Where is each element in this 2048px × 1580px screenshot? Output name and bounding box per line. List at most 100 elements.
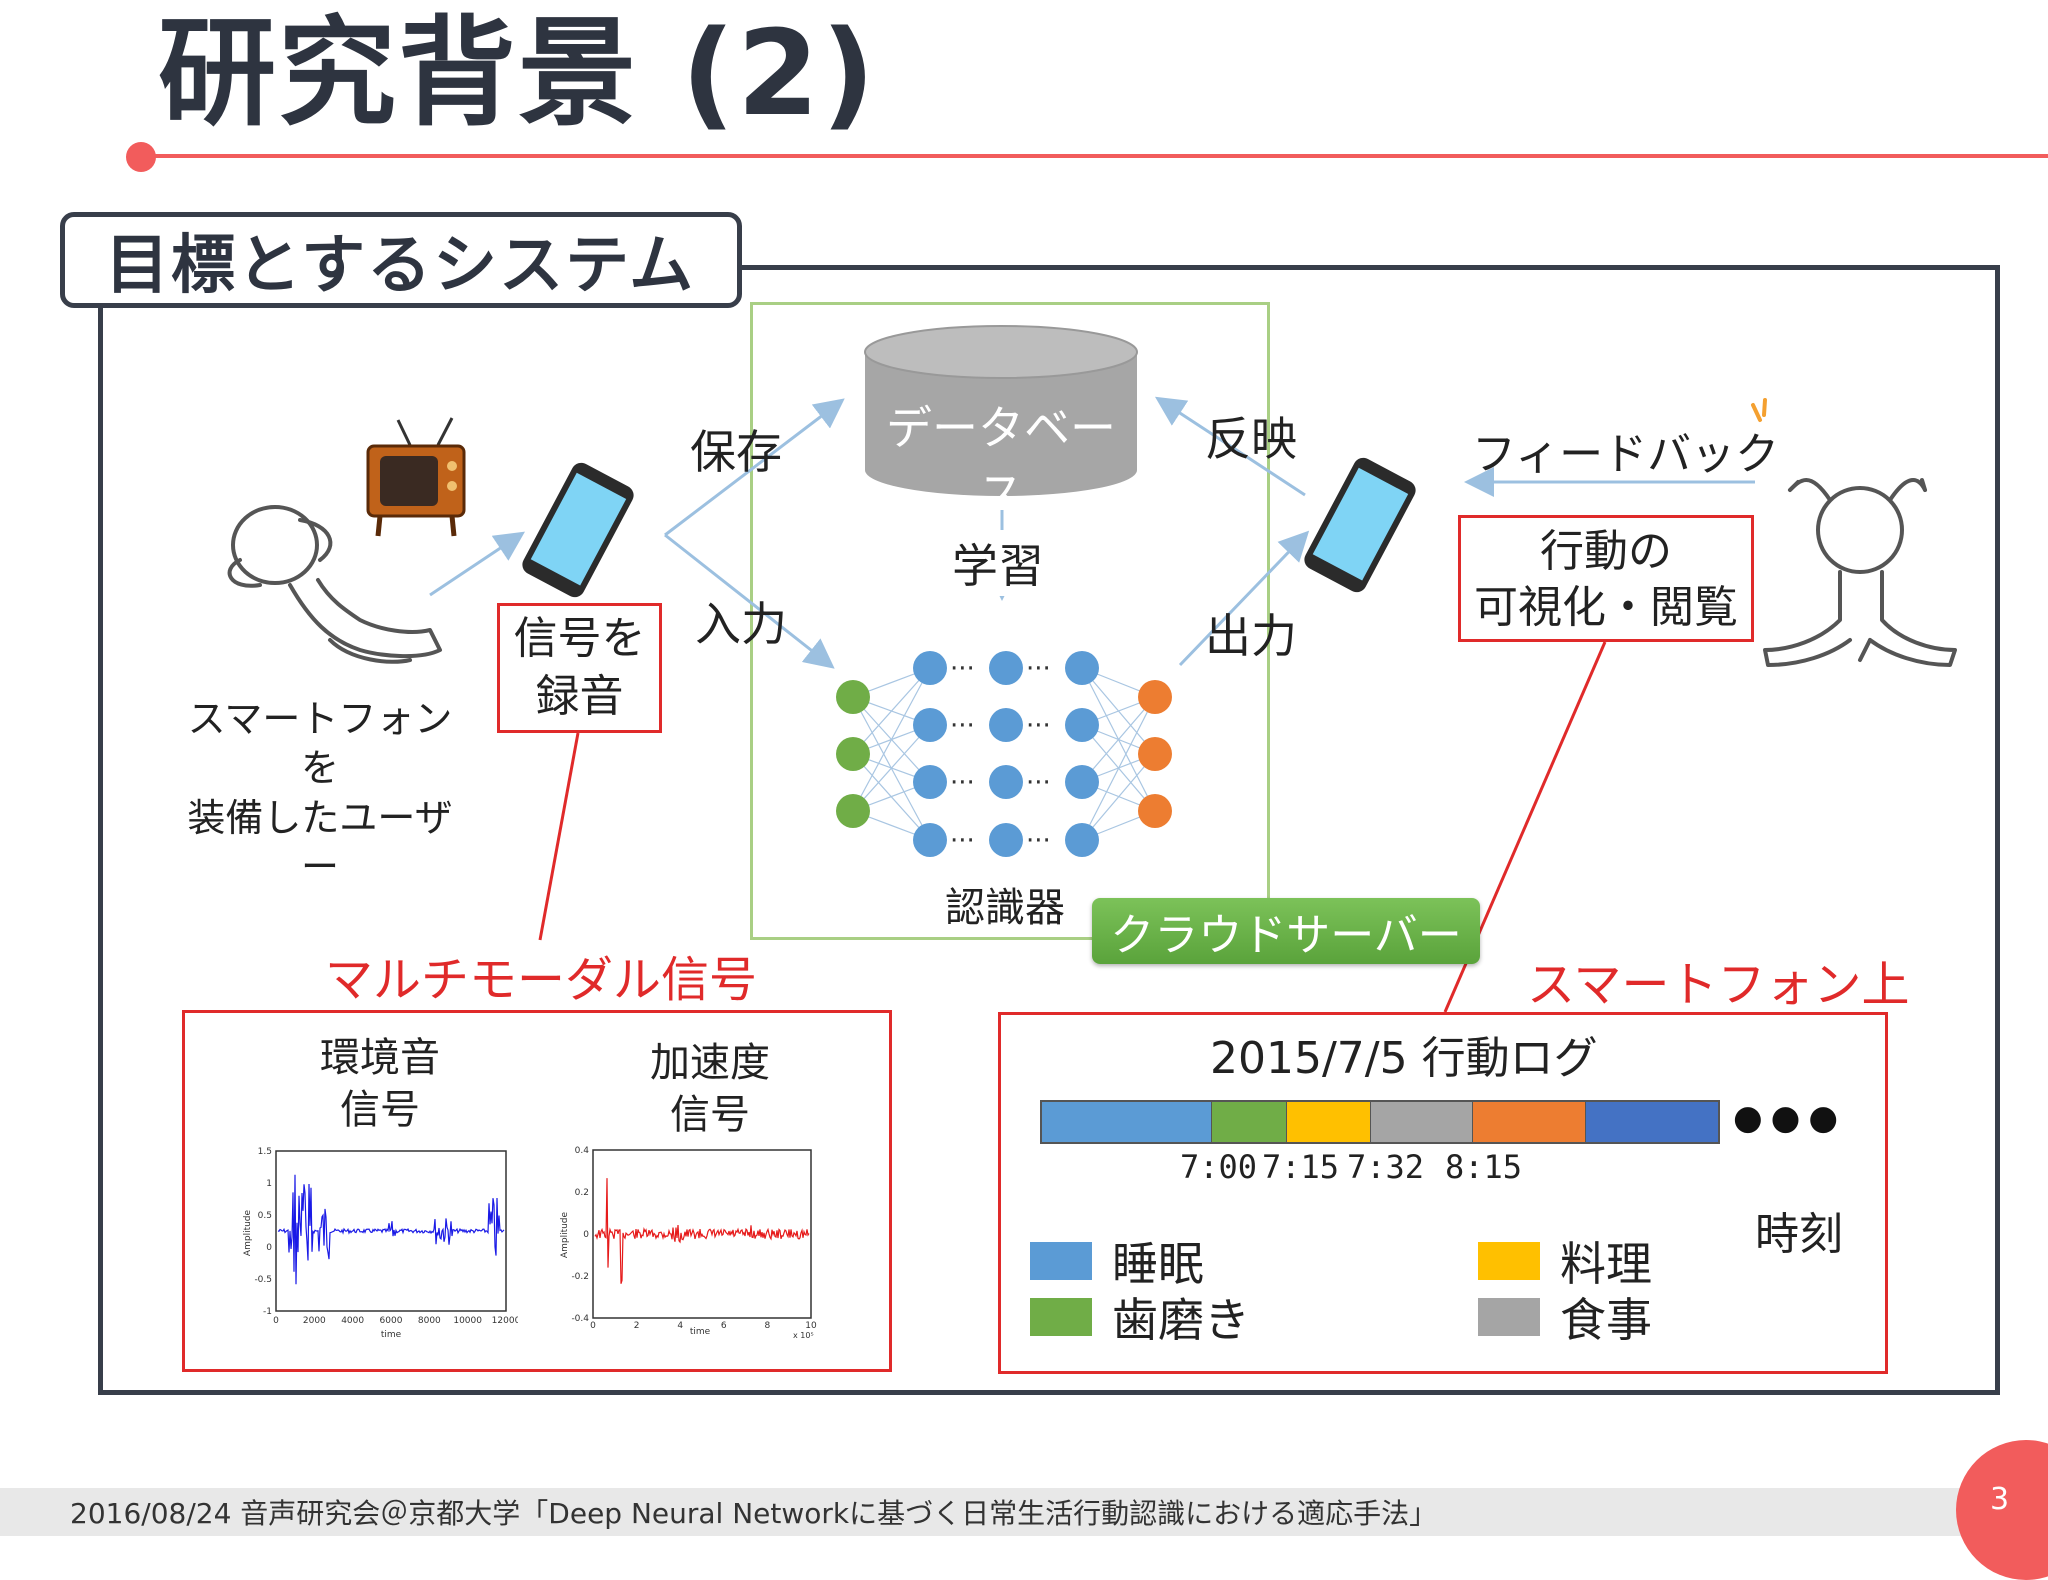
record-box-line2: 録音: [535, 671, 624, 722]
svg-text:···: ···: [950, 826, 975, 856]
timeline-segment: [1211, 1102, 1288, 1142]
neural-net-ellipsis: ············ ············: [950, 654, 1051, 856]
y-tick-label: 0.4: [575, 1146, 590, 1156]
x-tick-label: 8: [765, 1321, 771, 1331]
timeline-segment: [1472, 1102, 1586, 1142]
x-tick-label: 4: [677, 1321, 683, 1331]
y-tick-label: 0.5: [258, 1211, 272, 1221]
user-caption: スマートフォンを 装備したユーザー: [170, 695, 470, 893]
acceleration-caption: 加速度 信号: [630, 1037, 790, 1141]
y-tick-label: 1.5: [258, 1147, 272, 1157]
left-smartphone-icon: [522, 462, 634, 598]
timeline-segment: [1042, 1102, 1212, 1142]
svg-text:···: ···: [1026, 654, 1051, 684]
svg-text:···: ···: [950, 768, 975, 798]
x-tick-label: 2000: [303, 1316, 326, 1326]
x-tick-label: 12000: [492, 1316, 518, 1326]
acc-xscale: x 10⁵: [793, 1331, 814, 1340]
system-frame: [98, 265, 2000, 1395]
cloud-server-badge: クラウドサーバー: [1092, 898, 1480, 964]
output-label: 出力: [1205, 609, 1297, 663]
x-tick-label: 6: [721, 1321, 727, 1331]
y-tick-label: 1: [266, 1179, 272, 1189]
learn-label: 学習: [944, 530, 1052, 596]
x-tick-label: 2: [634, 1321, 640, 1331]
x-tick-label: 6000: [380, 1316, 403, 1326]
record-box-line1: 信号を: [513, 613, 646, 664]
footer-bar: [0, 1488, 2048, 1536]
y-tick-label: -0.4: [571, 1314, 589, 1324]
cloud-server-region: [750, 302, 1270, 940]
legend-item-brushing: 歯磨き: [1030, 1284, 1250, 1350]
multimodal-heading: マルチモーダル信号: [325, 952, 758, 1008]
legend-swatch-brushing: [1030, 1298, 1092, 1336]
time-label-1: 7:15: [1262, 1148, 1340, 1186]
activity-timeline-bar: [1040, 1100, 1720, 1144]
neural-net-connections: [852, 667, 1156, 841]
time-label-0: 7:00: [1180, 1148, 1258, 1186]
x-tick-label: 4000: [341, 1316, 364, 1326]
y-tick-label: 0.2: [575, 1188, 589, 1198]
svg-text:···: ···: [1026, 826, 1051, 856]
user-caption-line2: 装備したユーザー: [187, 795, 453, 890]
acc-waveform: [594, 1178, 810, 1284]
database-icon: [864, 325, 1138, 496]
legend-swatch-cooking: [1478, 1242, 1540, 1280]
y-tick-label: 0: [583, 1230, 589, 1240]
acc-line1: 加速度: [650, 1040, 770, 1086]
smartphone-heading: スマートフォン上: [1527, 957, 1910, 1013]
excited-user-icon: [1763, 478, 1957, 667]
svg-text:···: ···: [1026, 768, 1051, 798]
page-title: 研究背景 (2): [158, 4, 878, 142]
env-waveform: [277, 1174, 505, 1285]
acc-xlabel: time: [690, 1327, 711, 1337]
user-caption-line1: スマートフォンを: [187, 697, 453, 791]
timeline-ellipsis: ●●●: [1733, 1098, 1847, 1138]
x-tick-label: 0: [273, 1316, 279, 1326]
env-sound-caption: 環境音 信号: [300, 1032, 460, 1136]
svg-text:···: ···: [950, 711, 975, 741]
section-tab: 目標とするシステム: [60, 212, 742, 308]
legend-swatch-sleep: [1030, 1242, 1092, 1280]
acc-line2: 信号: [670, 1092, 750, 1138]
record-signal-box: 信号を 録音: [497, 603, 662, 733]
reflect-label: 反映: [1205, 412, 1297, 466]
timeline-segment: [1370, 1102, 1473, 1142]
footer-text: 2016/08/24 音声研究会＠京都大学「Deep Neural Networ…: [70, 1497, 1438, 1530]
activity-log-box: [998, 1012, 1888, 1374]
y-tick-label: 0: [266, 1243, 272, 1253]
title-underline: [140, 154, 2048, 158]
x-tick-label: 0: [590, 1321, 596, 1331]
input-label: 入力: [695, 597, 787, 651]
env-sound-plot: 1.5 1 0.5 0 -0.5 -1 0 2000 4000 6000 8000 10000 120…: [238, 1133, 518, 1338]
timeline-segment: [1287, 1102, 1371, 1142]
legend-label-cooking: 料理: [1560, 1237, 1652, 1291]
x-tick-label: 10: [805, 1321, 817, 1331]
legend-label-brushing: 歯磨き: [1112, 1293, 1250, 1347]
y-tick-label: -1: [263, 1307, 272, 1317]
time-label-3: 8:15: [1445, 1148, 1523, 1186]
legend-item-sleep: 睡眠: [1030, 1228, 1204, 1294]
time-label-2: 7:32: [1347, 1148, 1425, 1186]
y-tick-label: -0.2: [571, 1272, 589, 1282]
legend-label-eating: 食事: [1560, 1293, 1652, 1347]
x-tick-label: 8000: [418, 1316, 441, 1326]
svg-text:···: ···: [1026, 711, 1051, 741]
visualize-box: 行動の 可視化・閲覧: [1458, 515, 1754, 642]
database-label: データベース: [886, 401, 1116, 521]
feedback-label: フィードバック: [1472, 429, 1780, 480]
title-dot: [126, 142, 156, 172]
legend-swatch-eating: [1478, 1298, 1540, 1336]
neural-net-nodes: [836, 651, 1172, 857]
tv-icon: [366, 417, 466, 537]
env-ylabel: Amplitude: [243, 1209, 253, 1256]
time-axis-label: 時刻: [1755, 1209, 1843, 1260]
y-tick-label: -0.5: [254, 1275, 272, 1285]
visualize-box-line2: 可視化・閲覧: [1474, 582, 1738, 633]
recognizer-label: 認識器: [945, 885, 1065, 931]
env-xlabel: time: [381, 1330, 402, 1338]
acc-ylabel: Amplitude: [560, 1211, 570, 1258]
x-tick-label: 10000: [453, 1316, 482, 1326]
legend-item-eating: 食事: [1478, 1284, 1652, 1350]
page-number: 3: [1990, 1482, 2010, 1517]
